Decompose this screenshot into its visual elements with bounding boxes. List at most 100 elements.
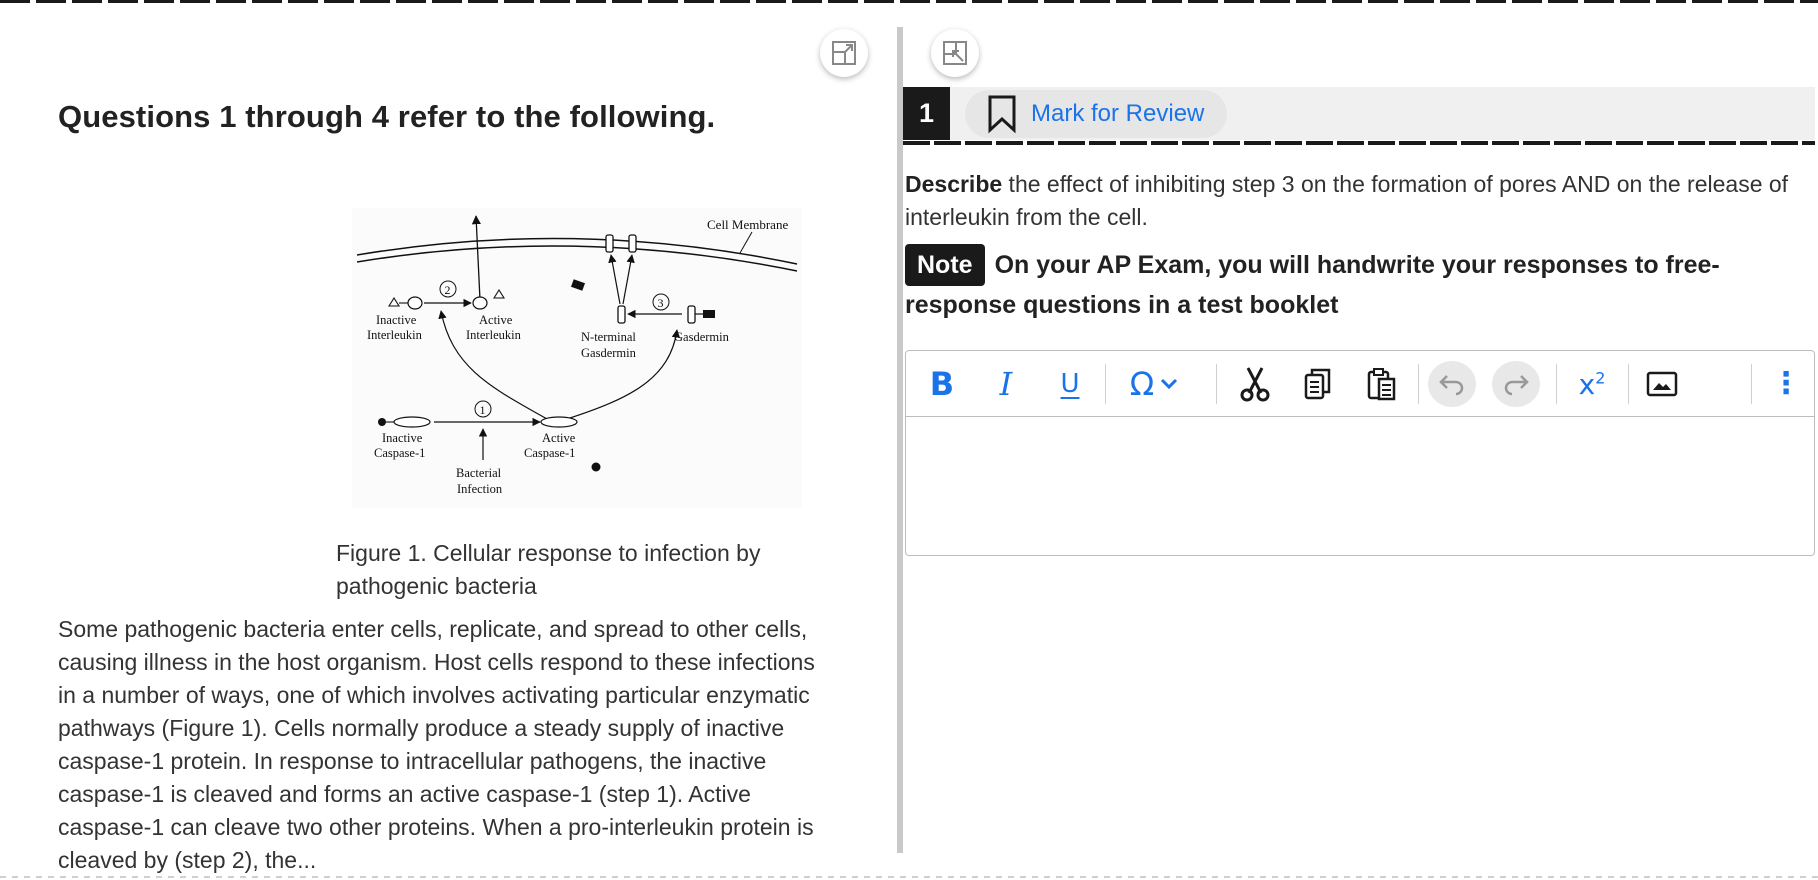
cut-icon: [1240, 367, 1270, 402]
step3-circle: [652, 293, 670, 311]
undo-button[interactable]: [1428, 361, 1476, 407]
response-text-area[interactable]: [906, 418, 1814, 555]
figure-caption: Figure 1. Cellular response to infection…: [336, 540, 761, 599]
step2-circle: [439, 280, 457, 298]
pore-arrow-left: [608, 254, 621, 305]
copy-button[interactable]: [1294, 361, 1342, 407]
collapse-icon: [943, 41, 967, 65]
more-options-button[interactable]: ⋮: [1762, 361, 1810, 407]
expand-icon: [832, 41, 856, 65]
superscript-base: x: [1578, 367, 1596, 401]
bold-button[interactable]: B: [918, 361, 966, 407]
caspase-dot: [378, 418, 386, 426]
released-dot: [591, 462, 601, 472]
toolbar-separator: [1216, 364, 1217, 404]
step3-number: 3: [658, 296, 664, 310]
mark-for-review-button[interactable]: Mark for Review: [965, 90, 1227, 138]
bold-glyph: B: [929, 365, 955, 403]
bookmark-icon: [988, 95, 1016, 134]
membrane-inner-line: [356, 245, 798, 272]
underline-button[interactable]: U: [1046, 361, 1094, 407]
active-interleukin-shape: [472, 296, 488, 310]
label-inactive-interleukin-2: Interleukin: [367, 328, 423, 342]
more-glyph: ⋮: [1771, 366, 1801, 401]
membrane-pointer: [739, 231, 753, 254]
label-inactive-caspase-1: Inactive: [382, 431, 423, 445]
mark-for-review-label: Mark for Review: [1031, 100, 1205, 127]
italic-button[interactable]: I: [982, 361, 1030, 407]
membrane-outer-line: [356, 237, 798, 265]
redo-icon: [1504, 375, 1529, 396]
pore-arrow-right: [622, 254, 635, 305]
expand-question-button[interactable]: [931, 29, 979, 77]
toolbar-separator: [1628, 364, 1629, 404]
stimulus-pane[interactable]: Questions 1 through 4 refer to the follo…: [0, 3, 898, 873]
label-active-caspase-2: Caspase-1: [524, 446, 575, 460]
interleukin-triangle: [388, 296, 400, 307]
superscript-glyph: x2: [1579, 368, 1606, 401]
caspase-to-interleukin-curve: [438, 310, 548, 420]
omega-glyph: Ω: [1129, 365, 1155, 403]
label-active-interleukin-1: Active: [479, 313, 513, 327]
inactive-caspase-shape: [393, 416, 431, 428]
step2-number: 2: [445, 283, 451, 297]
paste-button[interactable]: [1358, 361, 1406, 407]
gasdermin-fragment: [570, 279, 586, 291]
gasdermin-shape: [687, 305, 696, 324]
redo-button[interactable]: [1492, 361, 1540, 407]
toolbar-separator: [1418, 364, 1419, 404]
special-characters-button[interactable]: Ω: [1116, 361, 1192, 407]
label-bacterial-2: Infection: [457, 482, 503, 496]
undo-icon: [1439, 375, 1464, 396]
insert-image-button[interactable]: [1638, 361, 1686, 407]
step1-circle: [474, 400, 492, 418]
toolbar-separator: [1556, 364, 1557, 404]
label-gasdermin: Gasdermin: [674, 330, 730, 344]
step1-number: 1: [480, 403, 486, 417]
italic-glyph: I: [999, 365, 1013, 403]
superscript-button[interactable]: x2: [1568, 361, 1616, 407]
prompt-text: the effect of inhibiting step 3 on the f…: [905, 171, 1789, 230]
label-bacterial-1: Bacterial: [456, 466, 502, 480]
prompt-verb: Describe: [905, 171, 1003, 197]
label-inactive-interleukin-1: Inactive: [376, 313, 417, 327]
n-terminal-gasdermin-shape: [617, 305, 626, 324]
cut-button[interactable]: [1231, 361, 1279, 407]
cellular-response-diagram: Cell Membrane 2 Inactive Interleukin Act…: [356, 215, 798, 496]
toolbar-separator: [1751, 364, 1752, 404]
active-caspase-shape: [540, 416, 578, 428]
figure-1: Cell Membrane 2 Inactive Interleukin Act…: [352, 208, 802, 508]
export-arrow: [471, 215, 481, 301]
question-pane: 1 Mark for Review Describe the effect of…: [903, 3, 1818, 853]
question-header-dashes: [903, 141, 1815, 145]
pore-left: [605, 234, 614, 253]
label-n-terminal-2: Gasdermin: [581, 346, 637, 360]
label-active-caspase-1: Active: [542, 431, 576, 445]
label-active-interleukin-2: Interleukin: [466, 328, 522, 342]
copy-icon: [1304, 368, 1331, 400]
toolbar-separator: [1105, 364, 1106, 404]
stimulus-passage: Some pathogenic bacteria enter cells, re…: [58, 616, 815, 873]
note-badge: Note: [905, 244, 985, 286]
underline-glyph: U: [1060, 369, 1080, 399]
editor-toolbar: B I U Ω: [906, 351, 1814, 417]
expand-stimulus-button[interactable]: [820, 29, 868, 77]
label-inactive-caspase-2: Caspase-1: [374, 446, 425, 460]
label-cell-membrane: Cell Membrane: [707, 217, 788, 232]
gasdermin-block: [703, 310, 715, 318]
released-triangle: [493, 288, 505, 299]
paste-icon: [1367, 368, 1396, 401]
response-editor: B I U Ω: [905, 350, 1815, 556]
top-dashed-border: [0, 0, 1818, 3]
stimulus-title: Questions 1 through 4 refer to the follo…: [58, 99, 716, 134]
image-icon: [1646, 371, 1678, 397]
pore-right: [628, 234, 637, 253]
superscript-exponent: 2: [1595, 368, 1606, 388]
pane-divider[interactable]: [897, 27, 903, 853]
bottom-dashed-border: [0, 876, 1818, 878]
caspase-to-gasdermin-curve: [566, 329, 681, 420]
question-prompt: Describe the effect of inhibiting step 3…: [905, 168, 1810, 234]
note-text: On your AP Exam, you will handwrite your…: [905, 251, 1720, 319]
inactive-interleukin-shape: [407, 296, 423, 310]
